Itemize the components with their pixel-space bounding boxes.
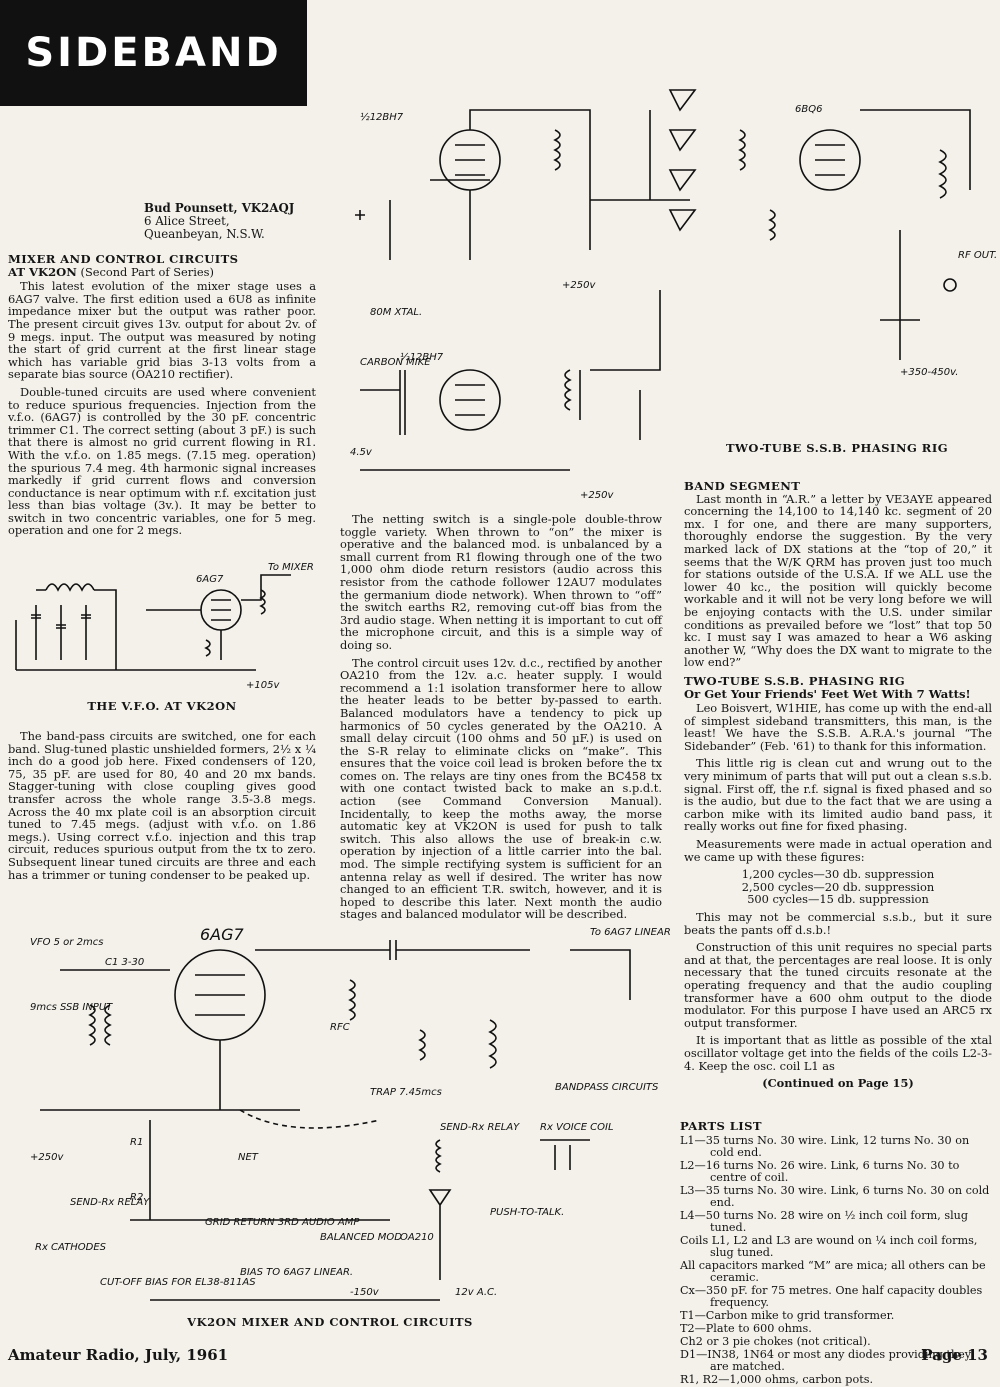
mixer-oa210-label: OA210: [400, 1232, 434, 1243]
rig-b2-label: +250v: [580, 490, 614, 501]
mixer-net-label: NET: [238, 1152, 259, 1163]
rig-rf-out-label: RF OUT.: [958, 250, 997, 261]
parts-list-item: L1—35 turns No. 30 wire. Link, 12 turns …: [680, 1134, 970, 1159]
rig-b1-label: +250v: [562, 280, 596, 291]
rig-tube2-label: ½12BH7: [400, 351, 444, 363]
mixer-caption: VK2ON MIXER AND CONTROL CIRCUITS: [187, 1315, 473, 1329]
footer-publication: Amateur Radio, July, 1961: [8, 1346, 229, 1364]
parts-list-item: D1—IN38, 1N64 or most any diodes providi…: [680, 1348, 972, 1373]
mixer-ptt-label: PUSH-TO-TALK.: [490, 1207, 564, 1218]
mixer-bias-label: BIAS TO 6AG7 LINEAR.: [240, 1267, 353, 1278]
article1-subheading-bold: AT VK2ON: [8, 264, 77, 279]
mixer-grid-return-label: GRID RETURN 3RD AUDIO AMP: [205, 1217, 360, 1228]
mixer-out-label: To 6AG7 LINEAR: [590, 927, 671, 938]
rig-paragraph-2: This little rig is clean cut and wrung o…: [684, 756, 992, 834]
rig-tube1-label: ½12BH7: [360, 111, 404, 123]
continued-note: (Continued on Page 15): [762, 1076, 914, 1091]
vfo-caption: THE V.F.O. AT VK2ON: [87, 699, 237, 713]
parts-list-item: R1, R2—1,000 ohms, carbon pots.: [680, 1373, 874, 1386]
parts-list-item: All capacitors marked “M” are mica; all …: [680, 1259, 986, 1284]
article1-paragraph-5: The control circuit uses 12v. d.c., rect…: [340, 655, 662, 922]
rig-article-heading: TWO-TUBE S.S.B. PHASING RIG: [684, 673, 906, 688]
article1-subheading: AT VK2ON (Second Part of Series): [8, 264, 316, 279]
byline-address-1: 6 Alice Street,: [144, 214, 230, 228]
parts-list-item: L2—16 turns No. 26 wire. Link, 6 turns N…: [680, 1159, 960, 1184]
parts-list-item: Ch2 or 3 pie chokes (not critical).: [680, 1335, 871, 1348]
mixer-bandpass-label: BANDPASS CIRCUITS: [555, 1082, 659, 1093]
article1-paragraph-4: The netting switch is a single-pole doub…: [340, 512, 662, 652]
rig-b3-label: +350-450v.: [900, 367, 958, 378]
rig-article-subheading: Or Get Your Friends' Feet Wet With 7 Wat…: [684, 686, 971, 701]
band-segment-text: Last month in “A.R.” a letter by VE3AYE …: [684, 491, 992, 670]
mixer-trap-label: TRAP 7.45mcs: [370, 1087, 442, 1098]
parts-list-item: L4—50 turns No. 28 wire on ½ inch coil f…: [680, 1209, 969, 1234]
mixer-input-label: 9mcs SSB INPUT: [30, 1002, 113, 1013]
mixer-tube-label: 6AG7: [200, 925, 245, 944]
parts-list-item: L3—35 turns No. 30 wire. Link, 6 turns N…: [680, 1184, 990, 1209]
byline-author: Bud Pounsett, VK2AQJ: [144, 201, 295, 215]
parts-list-item: Cx—350 pF. for 75 metres. One half capac…: [680, 1284, 983, 1309]
parts-list-heading: PARTS LIST: [680, 1119, 762, 1133]
parts-list-item: T2—Plate to 600 ohms.: [680, 1322, 812, 1335]
article1-column1-bottom: The band-pass circuits are switched, one…: [8, 730, 316, 886]
mixer-cathodes-label: Rx CATHODES: [35, 1242, 107, 1253]
article1-column2: The netting switch is a single-pole doub…: [340, 513, 662, 926]
rig-paragraph-4: This may not be commercial s.s.b., but i…: [684, 910, 992, 937]
article1-paragraph-2: Double-tuned circuits are used where con…: [8, 384, 316, 538]
suppression-figures: 1,200 cycles—30 db. suppression 2,500 cy…: [684, 868, 992, 906]
article1-column1-top: MIXER AND CONTROL CIRCUITS AT VK2ON (Sec…: [8, 253, 316, 542]
column3: BAND SEGMENT Last month in “A.R.” a lett…: [684, 480, 992, 1090]
rig-caption: TWO-TUBE S.S.B. PHASING RIG: [725, 441, 949, 455]
suppression-figure-2: 2,500 cycles—20 db. suppression: [741, 879, 935, 894]
byline-address-2: Queanbeyan, N.S.W.: [144, 227, 265, 241]
rig-paragraph-6: It is important that as little as possib…: [684, 1033, 992, 1073]
mixer-r2-label: R2: [130, 1192, 143, 1203]
mixer-r1-label: R1: [130, 1137, 143, 1148]
mixer-voice-coil-label: Rx VOICE COIL: [540, 1122, 614, 1133]
parts-list-item: T1—Carbon mike to grid transformer.: [680, 1309, 895, 1322]
rig-paragraph-3: Measurements were made in actual operati…: [684, 837, 992, 864]
mixer-cutoff-label: CUT-OFF BIAS FOR EL38-811AS: [100, 1277, 256, 1288]
mixer-balmod-label: BALANCED MOD: [320, 1232, 402, 1243]
vfo-tube-label: 6AG7: [196, 574, 224, 585]
byline: Bud Pounsett, VK2AQJ 6 Alice Street, Que…: [144, 202, 294, 241]
mixer-12v-label: 12v A.C.: [455, 1287, 497, 1298]
suppression-figure-3: 500 cycles—15 db. suppression: [747, 892, 929, 907]
mixer-c1-label: C1 3-30: [105, 957, 144, 968]
article1-subheading-rest: (Second Part of Series): [76, 264, 214, 279]
footer-page-number: Page 13: [921, 1346, 988, 1364]
sideband-banner: SIDEBAND: [0, 0, 307, 106]
suppression-figure-1: 1,200 cycles—30 db. suppression: [741, 867, 935, 882]
mixer-send-rx-label: SEND-Rx RELAY: [440, 1122, 520, 1133]
band-segment-heading: BAND SEGMENT: [684, 479, 801, 493]
mixer-schematic: 6AG7 VFO 5 or 2mcs C1 3-30 9mcs SSB INPU…: [30, 925, 671, 1301]
vfo-b-label: +105v: [246, 680, 280, 691]
mixer-vfo-label: VFO 5 or 2mcs: [30, 937, 103, 948]
rig-paragraph-5: Construction of this unit requires no sp…: [684, 940, 992, 1030]
mixer-b-label: +250v: [30, 1152, 64, 1163]
rig-tube3-label: 6BQ6: [795, 104, 822, 115]
mixer-relay-label: SEND-Rx RELAY: [70, 1197, 150, 1208]
rig-mike-label: CARBON MIKE: [360, 357, 431, 368]
mixer-rfc-label: RFC: [330, 1022, 350, 1033]
article1-heading: MIXER AND CONTROL CIRCUITS: [8, 252, 239, 266]
vfo-out-label: To MIXER: [268, 562, 314, 573]
vfo-schematic: 6AG7 To MIXER +105v: [15, 562, 314, 691]
rig-xtal-label: 80M XTAL.: [370, 307, 422, 318]
rig-schematic: ½12BH7 80M XTAL. ½12BH7 CARBON MIKE 4.5v…: [350, 89, 997, 501]
article1-paragraph-3: The band-pass circuits are switched, one…: [8, 729, 316, 882]
article1-paragraph-1: This latest evolution of the mixer stage…: [8, 279, 316, 382]
parts-list-item: Coils L1, L2 and L3 are wound on ¼ inch …: [680, 1234, 978, 1259]
parts-list: PARTS LIST L1—35 turns No. 30 wire. Link…: [680, 1120, 992, 1387]
mixer-150-label: -150v: [350, 1287, 380, 1298]
rig-paragraph-1: Leo Boisvert, W1HIE, has come up with th…: [684, 701, 992, 753]
rig-battery-label: 4.5v: [350, 447, 373, 458]
